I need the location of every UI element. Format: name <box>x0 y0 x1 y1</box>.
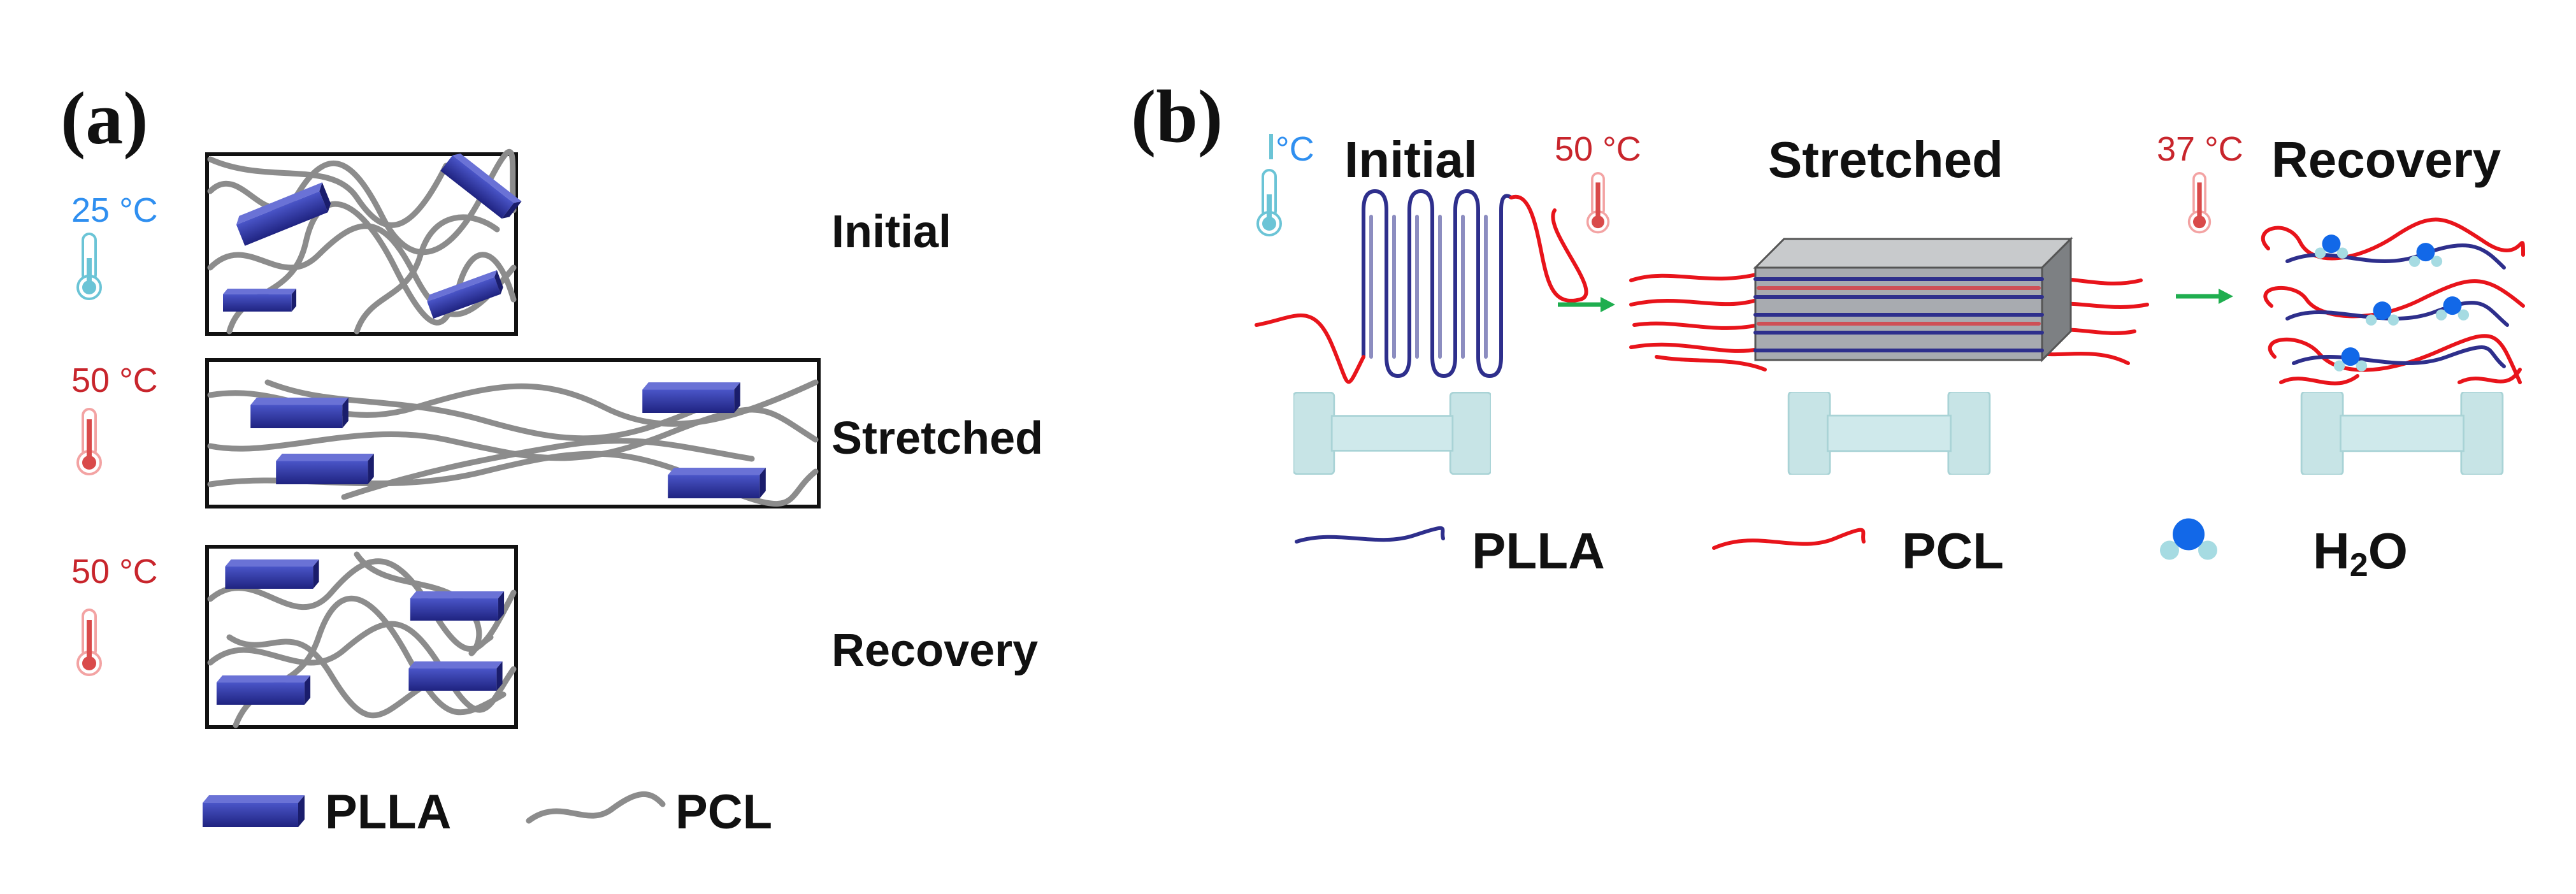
state-label-b-initial: Initial <box>1344 131 1478 188</box>
dumbbell-specimen-icon <box>2300 392 2504 475</box>
temp-label-initial: 25 °C <box>71 191 158 229</box>
plla-block <box>642 382 740 413</box>
plla-block <box>223 289 296 312</box>
legend-pcl-label: PCL <box>675 785 772 839</box>
thermometer-icon <box>1586 172 1610 234</box>
arrow-head <box>1601 297 1615 312</box>
water-label-subscript: 2 <box>2350 547 2368 584</box>
panel-a-legend: PLLA PCL <box>203 785 772 839</box>
thermometer-icon <box>76 609 102 676</box>
plla-block <box>668 468 766 498</box>
plla-block <box>216 675 311 705</box>
panel-b: (b) °C Initial 50 °C Stretched <box>1131 75 2525 584</box>
plla-legend-swatch <box>1295 526 1445 544</box>
water-label-o: O <box>2368 523 2408 579</box>
panel-b-label: (b) <box>1131 75 1223 158</box>
panel-a-stretched: 50 °C Stretched <box>71 358 1043 508</box>
panel-a-recovery: 50 °C Recovery <box>71 545 1038 729</box>
plla-block <box>276 454 374 484</box>
thermometer-icon <box>1256 169 1282 236</box>
panel-b-recovery: 37 °C Recovery <box>2157 130 2525 475</box>
pcl-legend-swatch <box>526 791 666 824</box>
thermometer-icon <box>2187 172 2212 234</box>
temp-label-stretched: 50 °C <box>71 361 158 400</box>
dumbbell-specimen-icon <box>1293 392 1491 475</box>
panel-b-legend: PLLA PCL H2O <box>1295 518 2408 584</box>
state-label-initial: Initial <box>831 206 951 257</box>
thermometer-icon <box>76 233 102 300</box>
panel-a-label: (a) <box>61 76 148 160</box>
panel-b-initial: °C Initial <box>1255 130 1588 475</box>
legend-b-plla-label: PLLA <box>1472 523 1605 579</box>
pcl-legend-swatch <box>1712 528 1866 550</box>
temp-label-b-stretched: 50 °C <box>1555 130 1641 168</box>
water-label-h: H <box>2313 523 2350 579</box>
thermometer-icon <box>76 408 102 475</box>
pcl-chain <box>1509 194 1588 303</box>
plla-block <box>250 398 349 428</box>
panel-b-stretched: 50 °C Stretched <box>1555 130 2149 475</box>
panel-a-initial: 25 °C Initial <box>71 148 951 336</box>
pcl-chains <box>1629 272 2149 371</box>
plla-chains <box>2285 243 2509 368</box>
state-label-b-recovery: Recovery <box>2271 131 2501 188</box>
plla-block <box>225 559 319 589</box>
arrow-head <box>2219 289 2233 304</box>
plla-legend-swatch <box>203 795 305 827</box>
plla-block <box>408 661 503 691</box>
panel-a: (a) 25 °C Initial 50 °C <box>61 76 1043 839</box>
temp-label-b-recovery: 37 °C <box>2157 130 2243 168</box>
state-label-stretched: Stretched <box>831 413 1043 464</box>
legend-b-water-label: H2O <box>2313 523 2408 584</box>
thermometer-fragment <box>1269 134 1273 159</box>
plla-block <box>410 591 505 621</box>
temp-label-recovery: 50 °C <box>71 552 158 591</box>
stretched-plla-block <box>1753 236 2073 363</box>
state-label-b-stretched: Stretched <box>1768 131 2003 188</box>
dumbbell-specimen-icon <box>1788 392 1990 475</box>
state-label-recovery: Recovery <box>831 625 1038 676</box>
water-molecule-icon <box>2408 243 2443 267</box>
temp-label-b-initial: °C <box>1276 130 1314 168</box>
pcl-chain <box>1255 314 1365 384</box>
legend-plla-label: PLLA <box>325 785 451 839</box>
plla-folded-chain <box>1362 189 1513 379</box>
water-molecule-icon <box>2160 518 2217 560</box>
legend-b-pcl-label: PCL <box>1902 523 2004 579</box>
